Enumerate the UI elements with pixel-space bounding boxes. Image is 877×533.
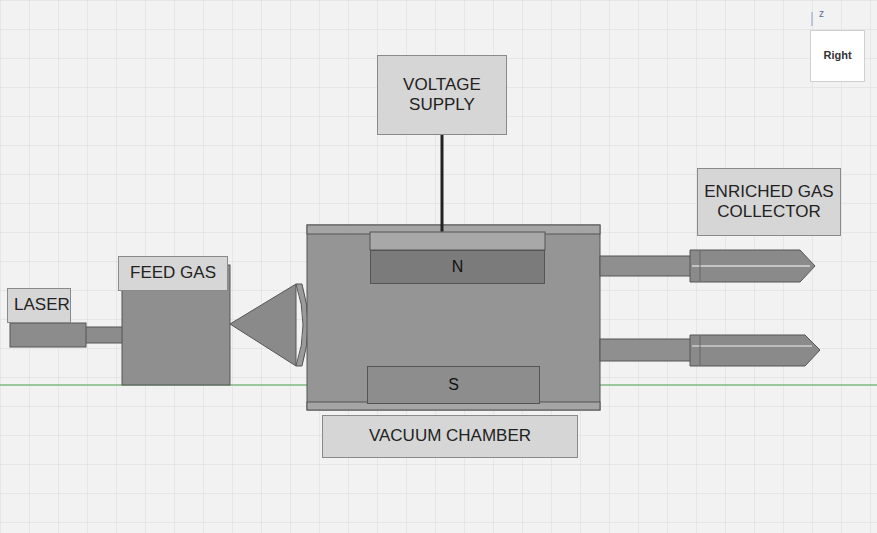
- laser-body: [10, 323, 86, 347]
- axis-indicator: [812, 12, 813, 26]
- nozzle-lens: [296, 284, 308, 366]
- laser-rod: [85, 327, 125, 343]
- collector-highlight: [692, 265, 810, 267]
- node-text: LASER: [14, 295, 64, 315]
- collector-tube: [690, 250, 815, 282]
- node-text: VACUUM CHAMBER: [369, 426, 531, 446]
- magnet-north: N: [370, 250, 545, 284]
- node-text: N: [452, 257, 464, 276]
- outlet-pipe: [600, 256, 692, 276]
- collector-tube: [690, 335, 820, 366]
- node-text: S: [448, 375, 459, 394]
- magnet-top-strip: [370, 232, 545, 250]
- supply-wire: [441, 135, 444, 232]
- label-box: ENRICHED GAS COLLECTOR: [697, 168, 841, 236]
- label-box: FEED GAS: [118, 256, 228, 291]
- collector-ring: [700, 336, 701, 365]
- axis-label: z: [819, 8, 824, 19]
- collector-ring: [700, 251, 701, 281]
- magnet-south: S: [367, 366, 540, 404]
- label-box: VACUUM CHAMBER: [322, 415, 578, 458]
- label-box: VOLTAGE SUPPLY: [377, 55, 507, 135]
- node-text: Right: [823, 49, 851, 62]
- node-text: FEED GAS: [130, 263, 216, 283]
- collector-highlight: [692, 345, 812, 347]
- node-text: VOLTAGE SUPPLY: [384, 75, 500, 116]
- nozzle-cone: [230, 284, 296, 366]
- label-box: LASER: [7, 288, 71, 323]
- view-cube: Right: [810, 30, 865, 82]
- outlet-pipe: [600, 339, 692, 361]
- node-text: ENRICHED GAS COLLECTOR: [704, 182, 834, 223]
- vacuum-chamber: [307, 225, 600, 410]
